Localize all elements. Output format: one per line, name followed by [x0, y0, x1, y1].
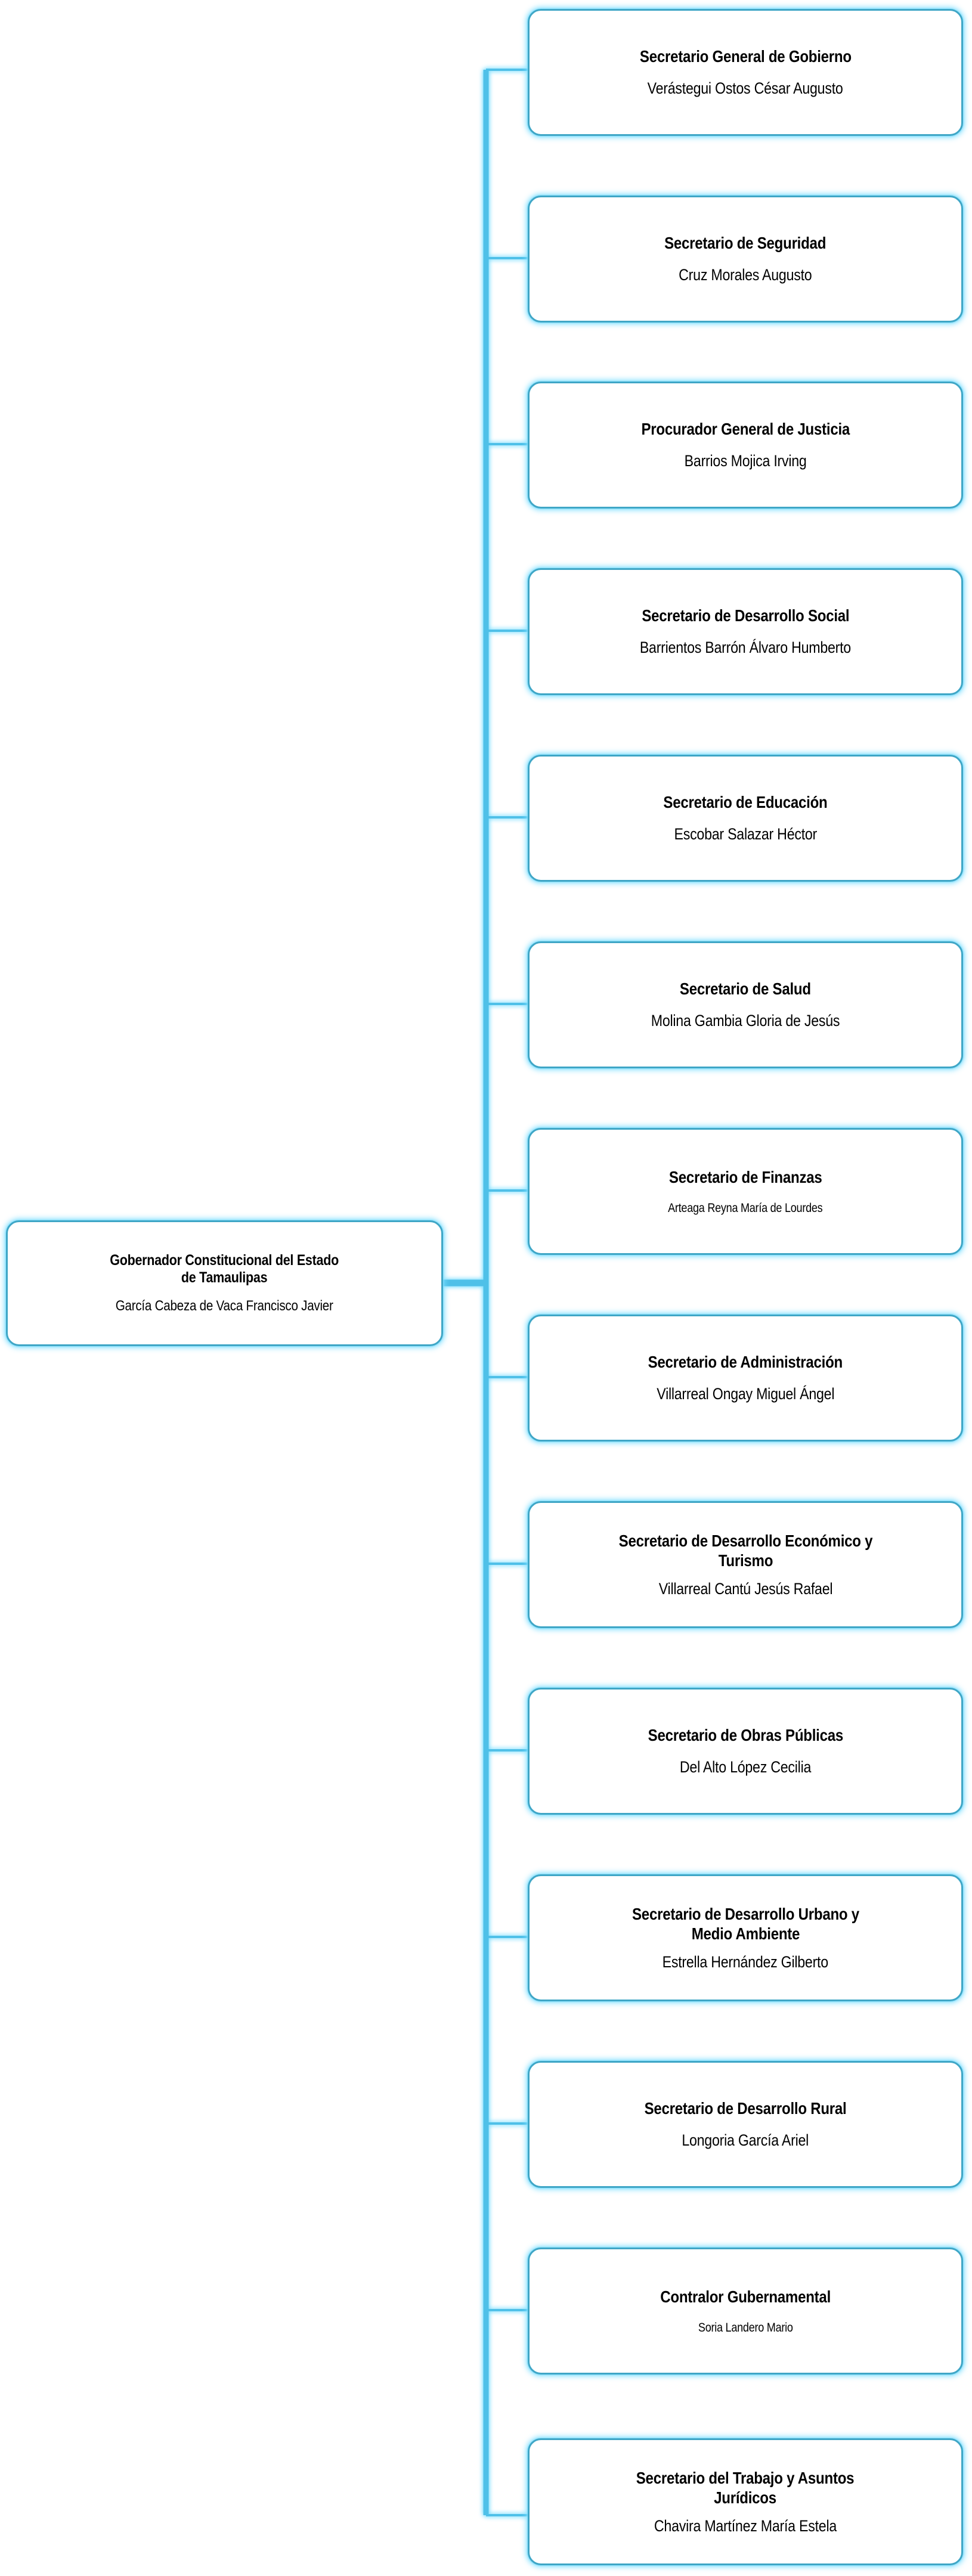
org-node-title: Secretario de Educación: [663, 793, 828, 812]
org-node-8[interactable]: Secretario de Administración Villarreal …: [528, 1315, 963, 1442]
org-node-person: Molina Gambia Gloria de Jesús: [651, 1012, 840, 1030]
org-node-person: García Cabeza de Vaca Francisco Javier: [116, 1297, 333, 1314]
org-node-4[interactable]: Secretario de Desarrollo Social Barrient…: [528, 568, 963, 695]
org-node-person: Arteaga Reyna María de Lourdes: [668, 1201, 823, 1215]
org-node-person: Escobar Salazar Héctor: [674, 825, 817, 844]
org-node-12[interactable]: Secretario de Desarrollo Rural Longoria …: [528, 2061, 963, 2188]
org-node-person: Estrella Hernández Gilberto: [662, 1952, 829, 1971]
org-node-person: Barrios Mojica Irving: [684, 452, 807, 470]
org-node-10[interactable]: Secretario de Obras Públicas Del Alto Ló…: [528, 1688, 963, 1815]
org-node-person: Del Alto López Cecilia: [679, 1758, 812, 1777]
org-node-6[interactable]: Secretario de Salud Molina Gambia Gloria…: [528, 941, 963, 1068]
org-node-title: Secretario de Desarrollo Social: [641, 606, 850, 625]
org-node-13[interactable]: Contralor Gubernamental Soria Landero Ma…: [528, 2248, 963, 2374]
org-node-title: Secretario de Finanzas: [668, 1167, 822, 1186]
org-node-person: Villarreal Cantú Jesús Rafael: [658, 1579, 832, 1598]
org-node-2[interactable]: Secretario de Seguridad Cruz Morales Aug…: [528, 196, 963, 323]
org-node-1[interactable]: Secretario General de Gobierno Verástegu…: [528, 9, 963, 136]
org-node-7[interactable]: Secretario de Finanzas Arteaga Reyna Mar…: [528, 1128, 963, 1255]
org-node-title: Contralor Gubernamental: [660, 2287, 831, 2306]
org-node-person: Villarreal Ongay Miguel Ángel: [657, 1385, 834, 1403]
org-node-title: Secretario de Obras Públicas: [648, 1726, 843, 1745]
org-node-person: Chavira Martínez María Estela: [654, 2516, 837, 2535]
org-node-5[interactable]: Secretario de Educación Escobar Salazar …: [528, 755, 963, 882]
org-node-title: Procurador General de Justicia: [641, 420, 850, 439]
org-node-3[interactable]: Procurador General de Justicia Barrios M…: [528, 382, 963, 509]
org-node-person: Barrientos Barrón Álvaro Humberto: [639, 638, 852, 657]
org-node-person: Verástegui Ostos César Augusto: [648, 79, 843, 98]
org-node-person: Soria Landero Mario: [698, 2320, 793, 2335]
org-node-person: Longoria García Ariel: [682, 2131, 809, 2150]
org-node-title: Secretario de Administración: [648, 1353, 843, 1372]
org-node-title: Secretario de Seguridad: [664, 234, 826, 253]
org-node-title: Secretario de Desarrollo Rural: [644, 2099, 847, 2118]
org-node-person: Cruz Morales Augusto: [679, 266, 812, 284]
org-node-title: Secretario de Salud: [680, 979, 811, 999]
org-node-title: Secretario General de Gobierno: [639, 47, 852, 66]
